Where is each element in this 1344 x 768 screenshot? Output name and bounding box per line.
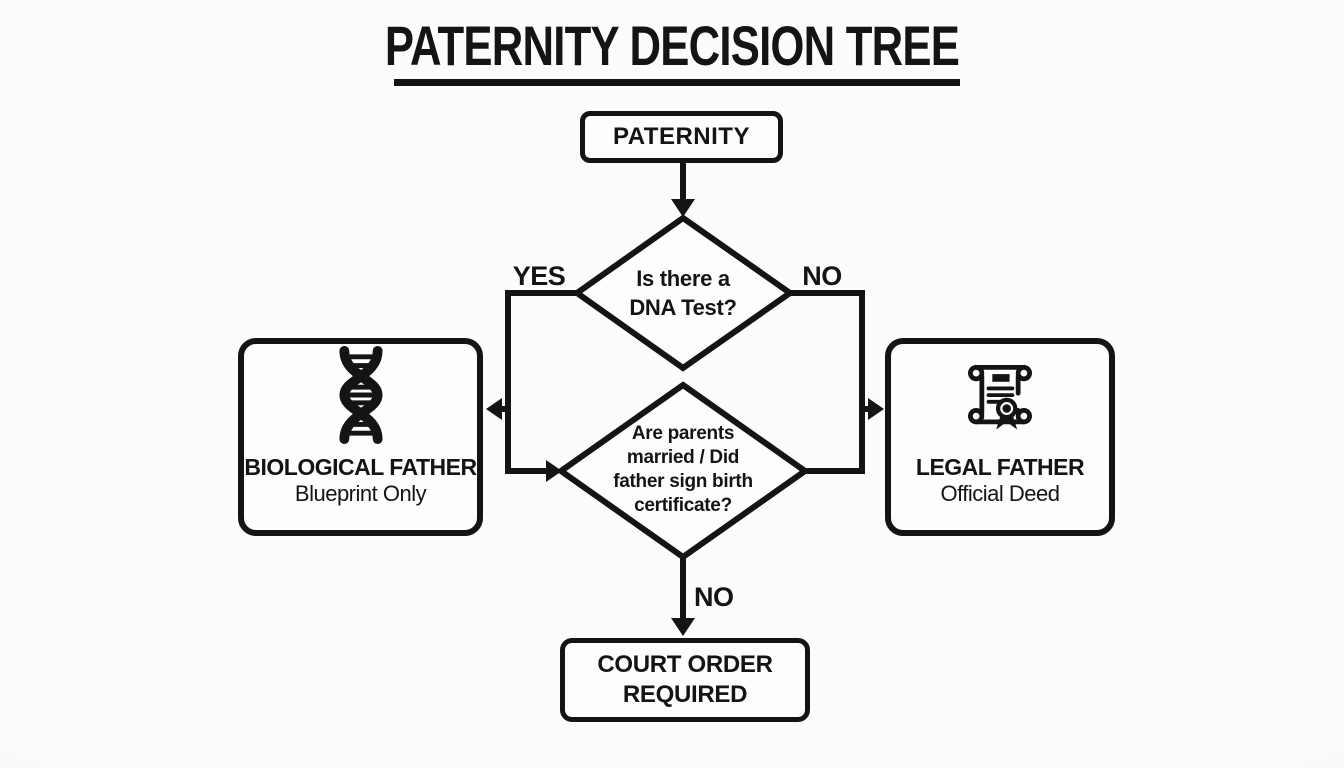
diagram-title: PATERNITY DECISION TREE (384, 14, 960, 77)
arrowhead-right-to-legal (868, 398, 884, 420)
decision-dna-line-2: DNA Test? (629, 295, 737, 320)
legal-father-subtitle: Official Deed (940, 481, 1060, 506)
arrowhead-down-to-court (671, 618, 695, 636)
edge-label-no: NO (802, 261, 842, 291)
node-biological-father: BIOLOGICAL FATHER Blueprint Only (238, 338, 483, 536)
decision-marriage-line-3: father sign birth (613, 471, 753, 492)
edge-label-no-court: NO (694, 582, 734, 612)
edge-label-yes: YES (512, 261, 566, 291)
decision-dna-question: Is there a DNA Test? (583, 264, 783, 322)
court-order-line-1: COURT ORDER (597, 651, 773, 678)
arrowhead-left-to-biological (486, 398, 502, 420)
decision-dna-diamond (571, 214, 796, 372)
biological-father-title: BIOLOGICAL FATHER (244, 454, 477, 480)
node-paternity-label: PATERNITY (613, 123, 750, 150)
edge-no-path (790, 290, 865, 474)
court-order-line-2: REQUIRED (622, 681, 748, 708)
arrowhead-down-to-dna (671, 199, 695, 217)
dna-icon (338, 346, 383, 444)
node-paternity: PATERNITY (580, 111, 783, 163)
decision-marriage-line-1: Are parents (631, 423, 735, 444)
node-legal-father: LEGAL FATHER Official Deed (885, 338, 1115, 536)
biological-father-subtitle: Blueprint Only (294, 481, 427, 506)
legal-father-title: LEGAL FATHER (915, 454, 1085, 480)
certificate-icon (967, 365, 1033, 430)
edge-yes-path (505, 290, 577, 474)
decision-marriage-diamond (555, 381, 811, 561)
node-court-order: COURT ORDER REQUIRED (560, 638, 810, 722)
decision-marriage-line-2: married / Did (626, 447, 740, 468)
decision-marriage-question: Are parents married / Did father sign bi… (583, 422, 783, 518)
decision-dna-line-1: Is there a (636, 266, 730, 291)
title-underline (394, 79, 960, 86)
decision-marriage-line-4: certificate? (634, 495, 732, 516)
arrowhead-right-to-marriage (546, 460, 562, 482)
